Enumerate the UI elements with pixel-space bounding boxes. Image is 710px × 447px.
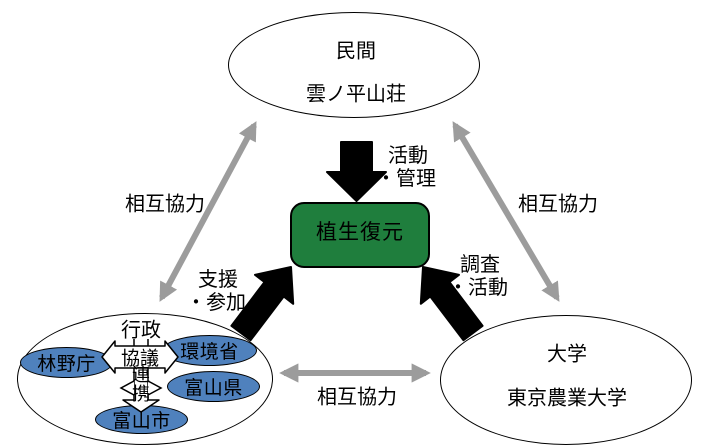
cooperate-label: 連携 (132, 365, 150, 405)
university-name-label: 東京農業大学 (507, 385, 627, 410)
label-support-participation: 支援 ・参加 (186, 268, 246, 314)
member-ellipse-toyama-prefecture: 富山県 (167, 371, 260, 402)
center-label: 植生復元 (316, 220, 404, 244)
arrow-private-to-center (326, 141, 387, 202)
government-category-label: 行政 (121, 317, 161, 342)
member-label: 環境省 (180, 341, 239, 363)
university-category-label: 大学 (547, 341, 587, 366)
arrow-university-to-center (419, 266, 484, 342)
private-name-label: 雲ノ平山荘 (306, 81, 406, 106)
label-line: ・管理 (376, 166, 436, 190)
mutual-arrow-left (159, 121, 257, 302)
consult-label: 協議 (120, 347, 160, 370)
member-label: 林野庁 (37, 353, 96, 375)
vegetation-restoration-box: 植生復元 (290, 202, 430, 268)
consult-horizontal-arrow (101, 340, 179, 374)
arrow-government-to-center (230, 266, 295, 342)
mutual-label-bottom: 相互協力 (317, 384, 397, 409)
label-activity-management: 活動 ・管理 (376, 144, 436, 190)
university-ellipse (440, 315, 692, 445)
mutual-arrow-right (452, 121, 560, 302)
mutual-label-left: 相互協力 (125, 191, 205, 216)
cooperate-left-flare (119, 380, 135, 396)
member-ellipse-forestry-agency: 林野庁 (20, 347, 113, 378)
member-ellipse-environment-ministry: 環境省 (162, 335, 257, 366)
label-line: ・活動 (448, 275, 508, 299)
label-line: ・参加 (186, 290, 246, 314)
label-line: 活動 (388, 143, 428, 167)
cooperate-vertical-arrow (122, 339, 160, 413)
label-line: 支援 (198, 267, 238, 291)
label-survey-activity: 調査 ・活動 (448, 253, 508, 299)
private-category-label: 民間 (336, 38, 376, 63)
private-sector-ellipse (228, 12, 480, 118)
member-label: 富山県 (184, 377, 243, 399)
cooperate-right-flare (147, 380, 163, 396)
member-label: 富山市 (112, 410, 171, 432)
label-line: 調査 (460, 252, 500, 276)
mutual-label-right: 相互協力 (518, 191, 598, 216)
